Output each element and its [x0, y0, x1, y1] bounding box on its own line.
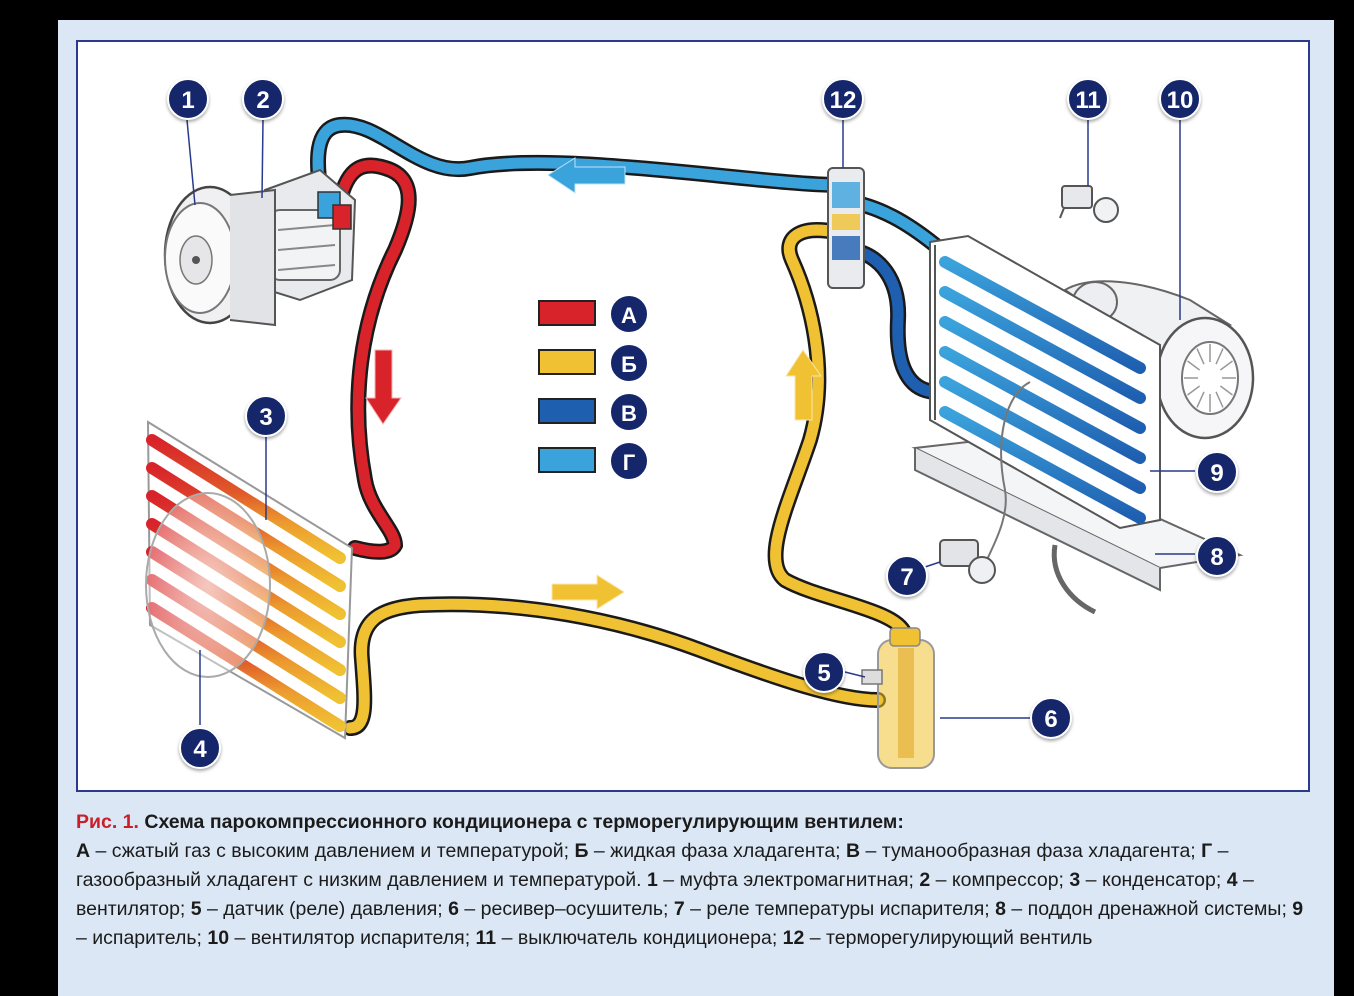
caption-text-3: – конденсатор; [1080, 869, 1227, 891]
badge-5: 5 [803, 651, 845, 693]
ac-switch [1059, 185, 1119, 223]
blower-blade [1187, 385, 1201, 396]
pipe-liquid-upper-fill [770, 224, 911, 641]
evaporator-tube [939, 316, 1146, 434]
evaporator-tube [939, 286, 1146, 404]
caption-key-v: В [846, 840, 861, 862]
caption-title: Рис. 1. Схема парокомпрессионного кондиц… [76, 808, 1312, 837]
blower-blade [1219, 360, 1233, 371]
condenser-fan [145, 492, 271, 678]
caption-text-b: – жидкая фаза хладагента; [588, 840, 847, 862]
caption-text-a: – сжатый газ с высоким давлением и темпе… [90, 840, 575, 862]
caption-text-6: – ресивер–осушитель; [458, 898, 674, 920]
legend-swatch-v [538, 398, 596, 424]
caption-text-v: – туманообразная фаза хладагента; [860, 840, 1202, 862]
blower-blade [1187, 360, 1201, 371]
caption-key-5: 5 [190, 898, 202, 920]
evaporator [929, 234, 1161, 530]
badge-2: 2 [242, 78, 284, 120]
expansion-valve [827, 167, 865, 289]
legend-letter-b: Б [609, 343, 649, 383]
caption-key-6: 6 [448, 898, 459, 920]
caption-key-4: 4 [1226, 869, 1238, 891]
blower-blade [1196, 391, 1205, 408]
evaporator-tube [939, 346, 1146, 464]
caption-text-4: – вентилятор; [76, 869, 1254, 920]
caption-key-11: 11 [475, 927, 497, 949]
caption-text-11: – выключатель кондиционера; [496, 927, 783, 949]
legend-letter-g: Г [609, 441, 649, 481]
caption-text-8: – поддон дренажной системы; [1005, 898, 1293, 920]
badge-10: 10 [1159, 78, 1201, 120]
caption-text-12: – терморегулирующий вентиль [804, 927, 1093, 949]
electromagnetic-clutch [163, 185, 276, 327]
pipe-cold-gas-fill [312, 119, 846, 206]
legend-swatch-b [538, 349, 596, 375]
caption-text-10: – вентилятор испарителя; [229, 927, 476, 949]
badge-6: 6 [1030, 697, 1072, 739]
caption-title-text: Схема парокомпрессионного кондиционера с… [138, 811, 904, 833]
caption-key-9: 9 [1292, 898, 1304, 920]
badge-8: 8 [1196, 535, 1238, 577]
legend-letter-a: А [609, 294, 649, 334]
blower-blade [1219, 385, 1233, 396]
badge-7: 7 [886, 555, 928, 597]
figure-caption: Рис. 1. Схема парокомпрессионного кондиц… [76, 808, 1312, 953]
blower-blade [1196, 348, 1205, 365]
caption-fig-number: Рис. 1. [76, 811, 139, 833]
evaporator-blower [1063, 280, 1255, 440]
caption-text-2: – компрессор; [930, 869, 1070, 891]
caption-key-7: 7 [673, 898, 685, 920]
caption-key-1: 1 [646, 869, 658, 891]
caption-key-a: А [76, 840, 91, 862]
badge-3: 3 [245, 395, 287, 437]
caption-text-7: – реле температуры испарителя; [684, 898, 996, 920]
pipe-hot-gas-fill [332, 159, 415, 558]
caption-text-5: – датчик (реле) давления; [201, 898, 449, 920]
compressor [263, 168, 357, 302]
caption-key-8: 8 [995, 898, 1006, 920]
legend-letter-v: В [609, 392, 649, 432]
blower-blade [1215, 391, 1224, 408]
blower-blade [1215, 348, 1224, 365]
flow-arrow-hot-gas [365, 349, 402, 425]
pipe-mist-fill [846, 244, 941, 398]
badge-12: 12 [822, 78, 864, 120]
caption-text-1: – муфта электромагнитная; [657, 869, 920, 891]
caption-key-10: 10 [207, 927, 230, 949]
caption-text-g: – газообразный хладагент с низким давлен… [76, 840, 1229, 891]
pipe-liquid-lower-fill [344, 598, 884, 734]
flow-arrow-liquid-upper [785, 349, 822, 421]
receiver-dryer [861, 627, 935, 769]
caption-key-2: 2 [919, 869, 931, 891]
caption-key-g: Г [1201, 840, 1213, 862]
evaporator-tube [939, 406, 1146, 524]
leader-lines [186, 119, 1195, 725]
flow-arrow-cold-gas [547, 157, 626, 194]
badge-4: 4 [179, 727, 221, 769]
legend-swatch-a [538, 300, 596, 326]
caption-key-12: 12 [782, 927, 805, 949]
badge-11: 11 [1067, 78, 1109, 120]
legend-swatch-g [538, 447, 596, 473]
flow-arrow-liquid-lower [551, 574, 625, 610]
condenser-tube [146, 434, 346, 564]
caption-body: А – сжатый газ с высоким давлением и тем… [76, 837, 1312, 953]
caption-text-9: – испаритель; [76, 927, 208, 949]
caption-key-3: 3 [1069, 869, 1081, 891]
evaporator-tube [939, 256, 1146, 374]
caption-key-b: Б [574, 840, 589, 862]
badge-1: 1 [167, 78, 209, 120]
evaporator-tube [939, 376, 1146, 494]
evaporator-temp-relay [939, 381, 1031, 584]
badge-9: 9 [1196, 451, 1238, 493]
